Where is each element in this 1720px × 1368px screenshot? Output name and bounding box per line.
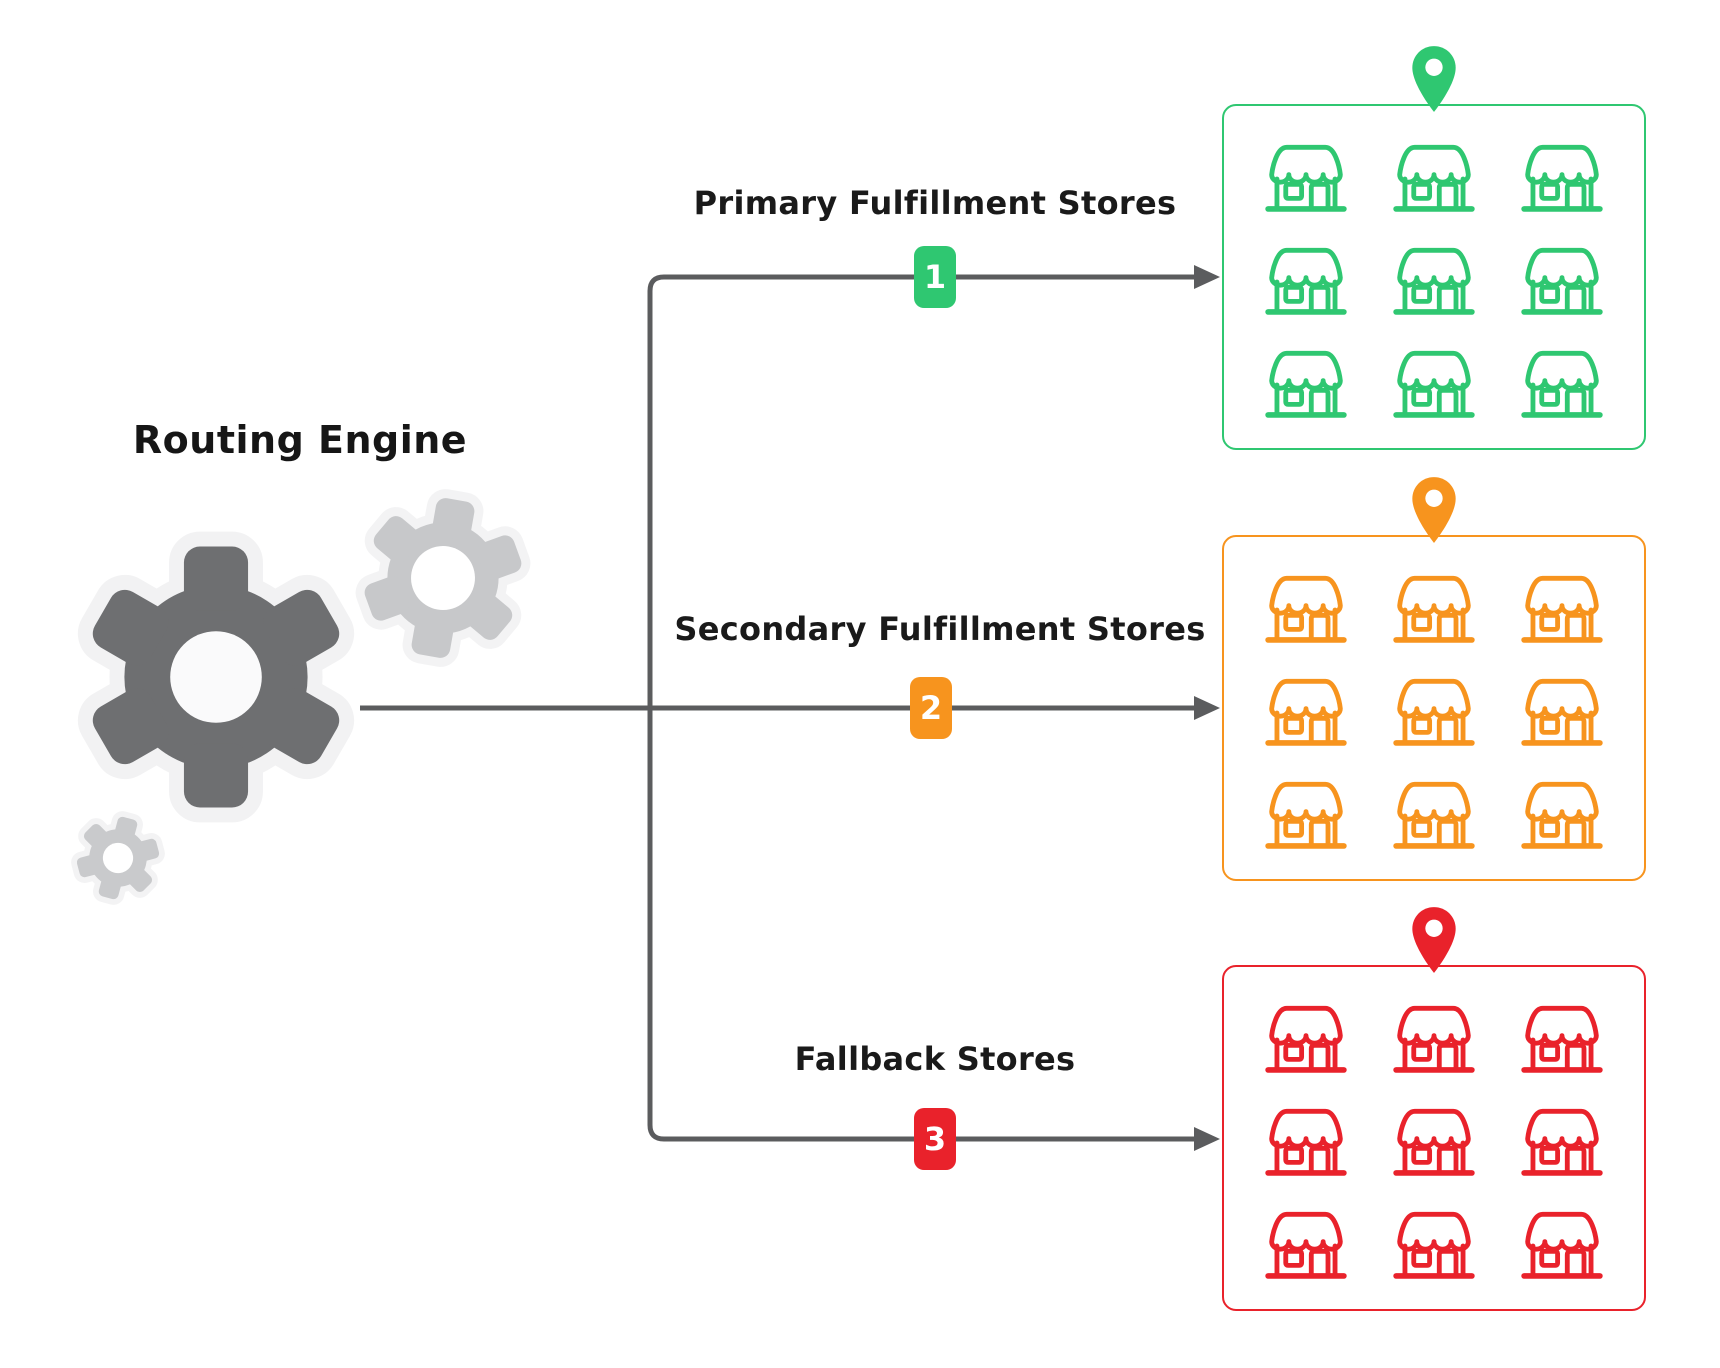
store-icon [1262,566,1350,647]
store-icon [1518,341,1606,422]
store-icon [1518,996,1606,1077]
store-icon [1518,238,1606,319]
store-icon [1518,669,1606,750]
store-icon [1390,341,1478,422]
store-icon [1518,135,1606,216]
arrowheads [1194,265,1220,1151]
routing-engine-title: Routing Engine [132,418,468,462]
store-icon [1262,135,1350,216]
store-icon [1518,1202,1606,1283]
store-icon [1262,1099,1350,1180]
store-group-fallback [1222,965,1646,1311]
map-pin-icon [1408,473,1460,547]
branch-label-secondary: Secondary Fulfillment Stores [674,610,1206,648]
store-icon [1262,238,1350,319]
arrowhead-secondary-icon [1194,696,1220,720]
sequence-badge-3-number: 3 [923,1120,947,1158]
store-group-secondary [1222,535,1646,881]
store-icon [1262,341,1350,422]
store-grid-secondary [1224,537,1644,879]
store-icon [1518,1099,1606,1180]
gear-small-icon [68,808,168,908]
gear-medium-icon [352,486,534,669]
arrowhead-fallback-icon [1194,1127,1220,1151]
branch-label-primary: Primary Fulfillment Stores [693,184,1177,222]
store-icon [1390,135,1478,216]
store-group-primary [1222,104,1646,450]
store-icon [1390,566,1478,647]
arrowhead-primary-icon [1194,265,1220,289]
gear-large-icon [87,546,345,807]
store-icon [1262,1202,1350,1283]
store-icon [1390,772,1478,853]
store-icon [1518,772,1606,853]
store-icon [1262,996,1350,1077]
connector-branch-primary [647,274,1199,708]
branch-label-fallback: Fallback Stores [794,1040,1076,1078]
sequence-badge-2-number: 2 [919,689,943,727]
store-grid-primary [1224,106,1644,448]
sequence-badge-1-number: 1 [923,258,947,296]
store-icon [1390,1099,1478,1180]
store-icon [1262,772,1350,853]
store-icon [1390,996,1478,1077]
store-icon [1390,238,1478,319]
map-pin-icon [1408,903,1460,977]
connector-lines [360,274,1199,1142]
store-icon [1262,669,1350,750]
sequence-badge-3: 3 [914,1108,956,1170]
sequence-badge-2: 2 [910,677,952,739]
store-grid-fallback [1224,967,1644,1309]
store-icon [1390,669,1478,750]
store-icon [1390,1202,1478,1283]
map-pin-icon [1408,42,1460,116]
store-icon [1518,566,1606,647]
sequence-badge-1: 1 [914,246,956,308]
connector-branch-fallback [647,708,1199,1142]
